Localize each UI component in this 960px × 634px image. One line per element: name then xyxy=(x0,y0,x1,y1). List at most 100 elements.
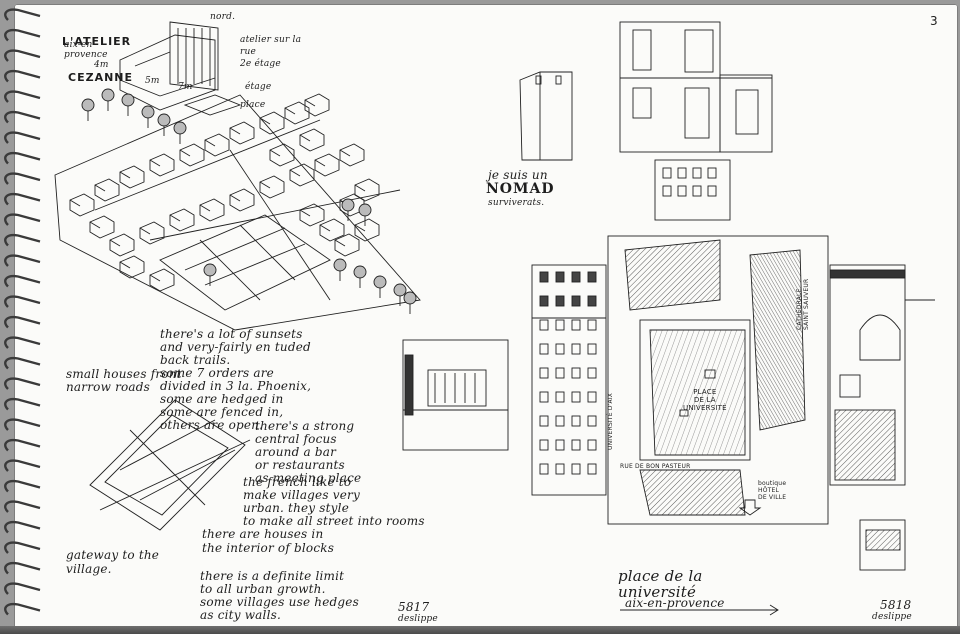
spiral-coil xyxy=(4,274,41,288)
house-shape xyxy=(69,193,95,217)
house-shape xyxy=(259,175,285,199)
house-roofline xyxy=(119,261,131,269)
spiral-coil xyxy=(4,397,41,411)
spiral-coil xyxy=(4,418,41,431)
spiral-coil xyxy=(4,172,41,185)
house-roofline xyxy=(354,184,366,192)
building-window xyxy=(571,367,581,379)
facade-window-sketch xyxy=(402,339,509,451)
signature-left: deslippe xyxy=(398,614,438,624)
house-shape xyxy=(229,121,255,145)
house-roofline xyxy=(94,184,106,192)
house-roofline xyxy=(69,199,81,207)
house-roofline xyxy=(109,239,121,247)
house-roofline xyxy=(199,204,211,212)
building-window xyxy=(571,391,581,403)
atelier-title: L'ATELIER CEZANNE xyxy=(62,12,133,96)
house-roofline xyxy=(319,224,331,232)
village-plan-sketch xyxy=(89,399,251,531)
spiral-coil xyxy=(4,602,41,616)
nomad-line1: je suis un xyxy=(488,168,548,182)
spiral-coil xyxy=(4,336,41,349)
house-roofline xyxy=(289,169,301,177)
nord-note: nord. xyxy=(210,12,236,22)
building-window xyxy=(539,319,549,331)
house-roofline xyxy=(354,224,366,232)
building-window xyxy=(539,343,549,355)
house-shape xyxy=(339,143,365,167)
house-roofline xyxy=(314,159,326,167)
village-isometric-sketch xyxy=(54,94,421,331)
house-shape xyxy=(179,143,205,167)
place-note: place xyxy=(240,100,266,110)
spiral-coil xyxy=(4,500,41,513)
building-window xyxy=(571,319,581,331)
house-shape xyxy=(269,143,295,167)
etage-note: étage xyxy=(245,82,272,92)
city-note: aix-en- provence xyxy=(64,40,108,60)
nomad-line2: surviverats. xyxy=(488,198,545,208)
note-limit: there is a definite limit to all urban g… xyxy=(200,569,359,622)
tree-crown xyxy=(141,105,155,119)
date-right: 5818 xyxy=(880,598,912,612)
tree-crown xyxy=(393,283,407,297)
house-shape xyxy=(149,153,175,177)
house-roofline xyxy=(259,181,271,189)
tree-crown xyxy=(203,263,217,277)
spiral-coil xyxy=(4,254,41,267)
house-roofline xyxy=(299,209,311,217)
house-shape xyxy=(199,198,225,222)
map-hotel-label: boutique HÔTEL DE VILLE xyxy=(758,480,787,501)
building-window xyxy=(555,295,565,307)
atelier-title-line1: L'ATELIER xyxy=(62,35,132,48)
spiral-coil xyxy=(4,192,41,206)
house-roofline xyxy=(119,171,131,179)
building-window xyxy=(539,367,549,379)
house-shape xyxy=(139,221,165,245)
house-shape xyxy=(354,178,380,202)
building-window xyxy=(555,319,565,331)
spiral-coil xyxy=(4,49,41,62)
house-roofline xyxy=(259,117,271,125)
building-window xyxy=(555,391,565,403)
house-shape xyxy=(119,165,145,189)
small-ornament-sketch xyxy=(859,519,906,571)
spiral-coil xyxy=(4,315,41,329)
building-window xyxy=(555,463,565,475)
building-window xyxy=(555,415,565,427)
tower-sketch xyxy=(519,71,573,161)
house-roofline xyxy=(169,214,181,222)
spiral-coil xyxy=(4,582,41,595)
tree-crown xyxy=(353,265,367,279)
date-left: 5817 xyxy=(398,600,430,614)
house-roofline xyxy=(299,134,311,142)
tree-crown xyxy=(173,121,187,135)
house-shape xyxy=(304,93,330,117)
building-window xyxy=(571,415,581,427)
house-shape xyxy=(334,233,360,257)
tree-crown xyxy=(373,275,387,289)
building-window xyxy=(555,271,565,283)
spiral-coil xyxy=(4,356,41,370)
house-roofline xyxy=(229,127,241,135)
building-window xyxy=(571,439,581,451)
building-window xyxy=(587,463,597,475)
house-shape xyxy=(94,178,120,202)
floor-note: 4m xyxy=(94,60,109,70)
atelier-building-sketch xyxy=(119,21,242,116)
tree-crown xyxy=(341,198,355,212)
house-shape xyxy=(149,268,175,292)
university-square-map xyxy=(607,235,829,525)
village-trees xyxy=(81,88,417,314)
tree-crown xyxy=(358,203,372,217)
place-title: place de la université xyxy=(618,567,703,601)
building-window xyxy=(587,439,597,451)
spiral-binding xyxy=(4,8,41,616)
house-roofline xyxy=(269,149,281,157)
map-place-label: PLACE DE LA UNIVERSITÉ xyxy=(683,388,727,412)
house-shape xyxy=(319,218,345,242)
map-universite-label: UNIVERSITÉ D'AIX xyxy=(607,392,614,450)
tree-crown xyxy=(403,291,417,305)
atelier-note: atelier sur la rue 2e étage xyxy=(240,35,302,69)
